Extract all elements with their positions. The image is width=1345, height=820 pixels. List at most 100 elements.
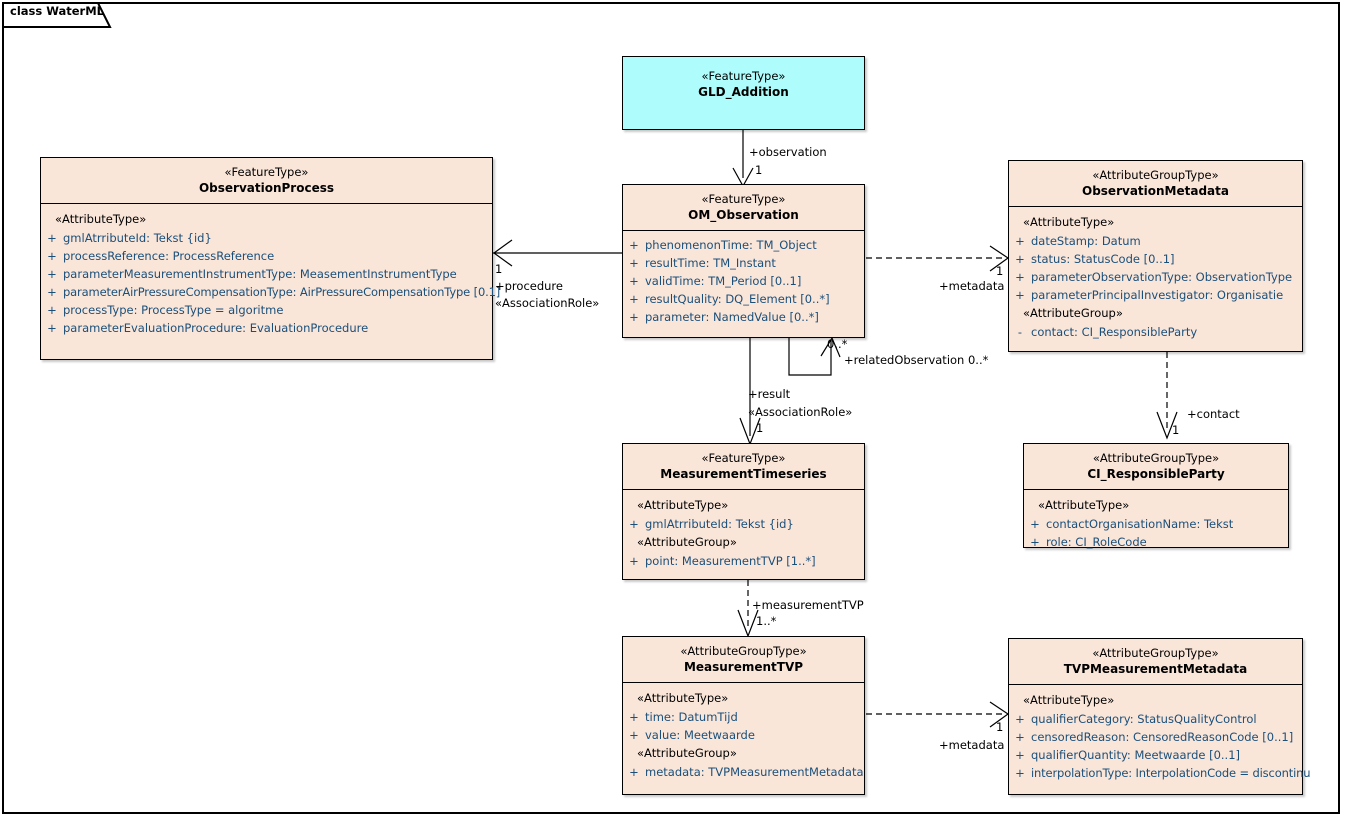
attribute-group-label: «AttributeGroup» <box>1023 306 1123 320</box>
attribute-row: + qualifierQuantity: Meetwaarde [0..1] <box>1009 746 1302 764</box>
attribute-text: qualifierQuantity: Meetwaarde [0..1] <box>1031 748 1241 762</box>
class-header: «FeatureType» GLD_Addition <box>623 57 864 107</box>
attribute-row: + qualifierCategory: StatusQualityContro… <box>1009 710 1302 728</box>
class-ci-responsible-party[interactable]: «AttributeGroupType» CI_ResponsibleParty… <box>1023 443 1289 549</box>
label-result-stereotype: «AssociationRole» <box>748 405 853 419</box>
class-om-observation[interactable]: «FeatureType» OM_Observation + phenomeno… <box>622 184 865 338</box>
attribute-group-label: «AttributeType» <box>1038 498 1130 512</box>
class-observation-metadata[interactable]: «AttributeGroupType» ObservationMetadata… <box>1008 160 1303 352</box>
class-stereotype: «FeatureType» <box>701 69 786 83</box>
class-header: «AttributeGroupType» ObservationMetadata <box>1009 161 1302 207</box>
attribute-text: validTime: TM_Period [0..1] <box>645 274 802 288</box>
attribute-row: + status: StatusCode [0..1] <box>1009 250 1302 268</box>
class-stereotype: «AttributeGroupType» <box>1092 168 1219 182</box>
class-attributes: «AttributeType» + qualifierCategory: Sta… <box>1009 685 1310 789</box>
class-stereotype: «FeatureType» <box>701 192 786 206</box>
visibility-marker: + <box>629 256 639 270</box>
attribute-group-label: «AttributeGroup» <box>637 746 737 760</box>
attribute-row: + role: CI_RoleCode <box>1024 533 1288 551</box>
attribute-text: qualifierCategory: StatusQualityControl <box>1031 712 1257 726</box>
attribute-row: + parameterEvaluationProcedure: Evaluati… <box>41 319 492 337</box>
label-measurement-tvp-multiplicity: 1..* <box>756 614 777 628</box>
label-contact-role: +contact <box>1187 407 1240 421</box>
attribute-row: + gmlAtrributeId: Tekst {id} <box>623 515 864 533</box>
class-header: «AttributeGroupType» CI_ResponsibleParty <box>1024 444 1288 490</box>
visibility-marker: + <box>629 310 639 324</box>
class-stereotype: «AttributeGroupType» <box>680 644 807 658</box>
label-observation-multiplicity: 1 <box>755 163 763 177</box>
visibility-marker: + <box>47 249 57 263</box>
visibility-marker: + <box>1015 730 1025 744</box>
class-stereotype: «FeatureType» <box>224 165 309 179</box>
class-stereotype: «FeatureType» <box>701 451 786 465</box>
attribute-row: + processType: ProcessType = algoritme <box>41 301 492 319</box>
class-header: «FeatureType» MeasurementTimeseries <box>623 444 864 490</box>
label-metadata-tvp-multiplicity: 1 <box>996 720 1004 734</box>
class-tvp-measurement-metadata[interactable]: «AttributeGroupType» TVPMeasurementMetad… <box>1008 638 1311 795</box>
attribute-row: - contact: CI_ResponsibleParty <box>1009 323 1302 341</box>
attribute-row: + interpolationType: InterpolationCode =… <box>1009 764 1310 782</box>
attribute-text: parameterEvaluationProcedure: Evaluation… <box>63 321 369 335</box>
attribute-row: + gmlAtrributeId: Tekst {id} <box>41 229 492 247</box>
class-attributes: «AttributeType» + contactOrganisationNam… <box>1024 490 1288 558</box>
attribute-text: parameterObservationType: ObservationTyp… <box>1031 270 1293 284</box>
class-header: «AttributeGroupType» MeasurementTVP <box>623 637 864 683</box>
attribute-text: gmlAtrributeId: Tekst {id} <box>645 517 794 531</box>
class-observation-process[interactable]: «FeatureType» ObservationProcess «Attrib… <box>40 157 500 360</box>
attribute-row: + parameterMeasurementInstrumentType: Me… <box>41 265 492 283</box>
attribute-group-label: «AttributeType» <box>1023 693 1115 707</box>
attribute-text: interpolationType: InterpolationCode = d… <box>1031 766 1311 780</box>
attribute-text: censoredReason: CensoredReasonCode [0..1… <box>1031 730 1294 744</box>
attribute-row: + resultQuality: DQ_Element [0..*] <box>623 290 864 308</box>
attribute-text: resultTime: TM_Instant <box>645 256 776 270</box>
attribute-text: point: MeasurementTVP [1..*] <box>645 554 816 568</box>
visibility-marker: + <box>629 238 639 252</box>
class-name: ObservationMetadata <box>1082 184 1229 198</box>
visibility-marker: + <box>629 710 639 724</box>
label-contact-multiplicity: 1 <box>1172 423 1180 437</box>
attribute-text: phenomenonTime: TM_Object <box>645 238 817 252</box>
attribute-group-label: «AttributeType» <box>55 212 147 226</box>
class-gld-addition[interactable]: «FeatureType» GLD_Addition <box>622 56 865 130</box>
attribute-text: processReference: ProcessReference <box>63 249 275 263</box>
visibility-marker: + <box>629 292 639 306</box>
attribute-group-label: «AttributeType» <box>637 498 729 512</box>
attribute-text: value: Meetwaarde <box>645 728 755 742</box>
class-attributes: «AttributeType» + gmlAtrributeId: Tekst … <box>623 490 864 577</box>
visibility-marker: + <box>1015 748 1025 762</box>
attribute-group-label: «AttributeType» <box>1023 215 1115 229</box>
class-name: CI_ResponsibleParty <box>1087 467 1225 481</box>
class-stereotype: «AttributeGroupType» <box>1092 451 1220 465</box>
label-metadata-observation-multiplicity: 1 <box>996 264 1004 278</box>
visibility-marker: + <box>629 274 639 288</box>
visibility-marker: + <box>629 728 639 742</box>
attribute-row: + parameterAirPressureCompensationType: … <box>41 283 500 301</box>
attribute-row: + time: DatumTijd <box>623 708 864 726</box>
attribute-text: time: DatumTijd <box>645 710 738 724</box>
class-attributes: «AttributeType» + dateStamp: Datum + sta… <box>1009 207 1302 348</box>
attribute-text: dateStamp: Datum <box>1031 234 1141 248</box>
attribute-text: parameterAirPressureCompensationType: Ai… <box>63 285 501 299</box>
attribute-group-label: «AttributeGroup» <box>637 535 737 549</box>
class-name: OM_Observation <box>688 208 799 222</box>
attribute-text: status: StatusCode [0..1] <box>1031 252 1175 266</box>
attribute-text: contact: CI_ResponsibleParty <box>1031 325 1198 339</box>
attribute-text: parameterMeasurementInstrumentType: Meas… <box>63 267 457 281</box>
visibility-marker: + <box>629 765 639 779</box>
class-header: «AttributeGroupType» TVPMeasurementMetad… <box>1009 639 1302 685</box>
attribute-row: + phenomenonTime: TM_Object <box>623 236 864 254</box>
label-procedure-stereotype: «AssociationRole» <box>495 296 600 310</box>
attribute-text: processType: ProcessType = algoritme <box>63 303 284 317</box>
label-metadata-tvp-role: +metadata <box>939 738 1005 752</box>
attribute-row: + value: Meetwaarde <box>623 726 864 744</box>
visibility-marker: + <box>47 231 57 245</box>
attribute-text: gmlAtrributeId: Tekst {id} <box>63 231 212 245</box>
attribute-row: + dateStamp: Datum <box>1009 232 1302 250</box>
class-measurement-tvp[interactable]: «AttributeGroupType» MeasurementTVP «Att… <box>622 636 865 795</box>
visibility-marker: + <box>1015 766 1025 780</box>
class-measurement-timeseries[interactable]: «FeatureType» MeasurementTimeseries «Att… <box>622 443 865 580</box>
attribute-text: role: CI_RoleCode <box>1046 535 1147 549</box>
label-related-observation-source-multiplicity: 0..* <box>827 337 848 351</box>
visibility-marker: + <box>1015 234 1025 248</box>
